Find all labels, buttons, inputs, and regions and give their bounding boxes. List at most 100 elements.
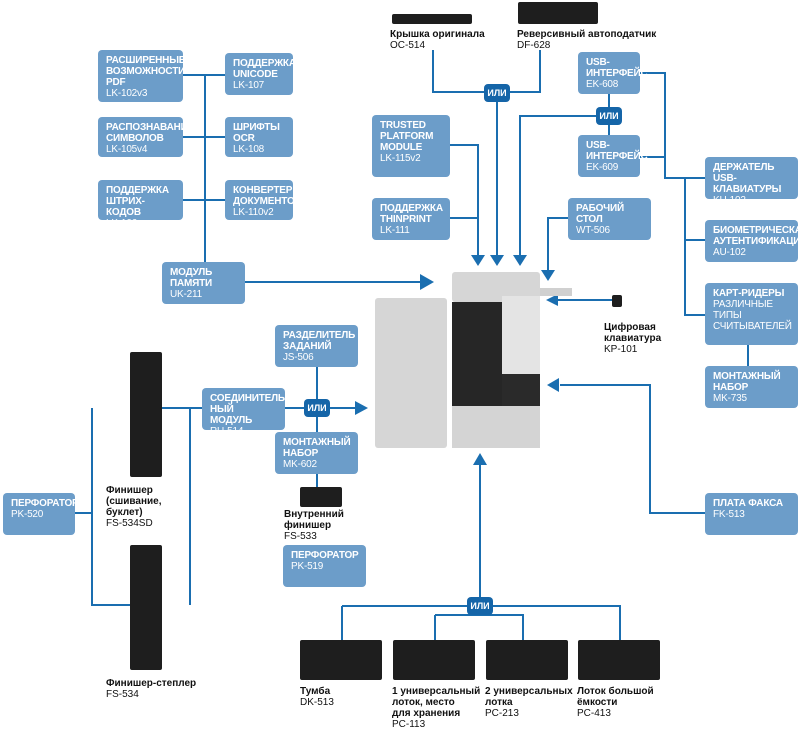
option-model: MK-735 bbox=[713, 393, 747, 404]
option-model: FK-513 bbox=[713, 509, 745, 520]
option-title: РАЗДЕЛИТЕЛЬ ЗАДАНИЙ bbox=[283, 330, 356, 352]
option-title: РАБОЧИЙ СТОЛ bbox=[576, 203, 624, 225]
option-title: ШРИФТЫ OCR bbox=[233, 122, 280, 144]
option-title: ПОДДЕРЖКА ШТРИХ-КОДОВ bbox=[106, 185, 169, 218]
option-model: LK-107 bbox=[233, 80, 265, 91]
option-model: WT-506 bbox=[576, 225, 610, 236]
option-model: РАЗЛИЧНЫЕ ТИПЫ СЧИТЫВАТЕЛЕЙ bbox=[713, 299, 792, 332]
option-model: EK-608 bbox=[586, 79, 619, 90]
product-title: Тумба bbox=[300, 686, 331, 697]
product-title: Реверсивный автоподатчик bbox=[517, 29, 657, 40]
option-title: СОЕДИНИТЕЛЬ- НЫЙ МОДУЛЬ bbox=[210, 393, 289, 426]
product-model: PC-213 bbox=[485, 708, 519, 719]
product-title: Внутренний финишер bbox=[284, 509, 344, 531]
product-model: PC-113 bbox=[392, 719, 426, 729]
arrow-down-icon bbox=[541, 270, 555, 281]
arrow-down-icon bbox=[490, 255, 504, 266]
product-title: Лоток большой ёмкости bbox=[577, 686, 654, 708]
option-model: LK-111 bbox=[380, 225, 410, 236]
product-model: DF-628 bbox=[517, 40, 551, 51]
option-model: PK-520 bbox=[11, 509, 44, 520]
option-title: МОНТАЖНЫЙ НАБОР bbox=[283, 437, 351, 459]
product-model: FS-534SD bbox=[106, 518, 153, 529]
option-model: LK-102v3 bbox=[106, 88, 148, 99]
product-title: Финишер (сшивание, буклет) bbox=[106, 485, 162, 518]
option-model: JS-506 bbox=[283, 352, 314, 363]
option-title: USB- ИНТЕРФЕЙС bbox=[586, 140, 648, 162]
connector-worktable bbox=[547, 217, 568, 270]
product-title: 1 универсальный лоток, место для хранени… bbox=[392, 686, 481, 719]
option-title: БИОМЕТРИЧЕСКАЯ АУТЕНТИФИКАЦИЯ bbox=[713, 225, 800, 247]
option-model: LK-110v2 bbox=[233, 207, 274, 218]
option-title: TRUSTED PLATFORM MODULE bbox=[380, 120, 434, 153]
lcc-image bbox=[578, 640, 660, 680]
keypad-image bbox=[612, 295, 622, 307]
option-title: РАСПОЗНАВАНИЕ СИМВОЛОВ bbox=[106, 122, 195, 144]
option-model: KH-102 bbox=[713, 195, 746, 206]
finisher-stapler-image bbox=[130, 545, 162, 670]
option-title: USB- ИНТЕРФЕЙС bbox=[586, 57, 648, 79]
arrow-left-icon bbox=[547, 378, 559, 392]
option-model: EK-609 bbox=[586, 162, 619, 173]
option-model: LK-108 bbox=[233, 144, 265, 155]
option-title: РАСШИРЕННЫЕ ВОЗМОЖНОСТИ PDF bbox=[106, 55, 186, 88]
connector-tpm bbox=[450, 144, 479, 255]
or-badge: ИЛИ bbox=[467, 597, 493, 615]
option-model: LK-106 bbox=[106, 218, 138, 229]
finisher-booklet-image bbox=[130, 352, 162, 477]
option-model: MK-602 bbox=[283, 459, 317, 470]
connector-right-tree bbox=[664, 73, 749, 366]
option-title: МОДУЛЬ ПАМЯТИ bbox=[170, 267, 213, 289]
option-model: PK-519 bbox=[291, 561, 324, 572]
paper-tray-1-image bbox=[393, 640, 475, 680]
product-model: PC-413 bbox=[577, 708, 611, 719]
arrow-down-icon bbox=[471, 255, 485, 266]
arrow-left-icon bbox=[546, 294, 558, 306]
connector-bottom bbox=[341, 465, 621, 640]
option-model: LK-105v4 bbox=[106, 144, 148, 155]
desk-image bbox=[300, 640, 382, 680]
option-title: КАРТ-РИДЕРЫ bbox=[713, 288, 785, 299]
option-model: RU-514 bbox=[210, 426, 244, 437]
option-model: UK-211 bbox=[170, 289, 202, 300]
product-model: FS-534 bbox=[106, 689, 139, 700]
product-title: Цифровая клавиатура bbox=[604, 322, 662, 344]
arrow-up-icon bbox=[473, 453, 487, 465]
or-badge: ИЛИ bbox=[304, 399, 330, 417]
label-fs534sd: Финишер (сшивание, буклет)FS-534SD bbox=[106, 485, 161, 529]
option-model: AU-102 bbox=[713, 247, 746, 258]
option-model: LK-115v2 bbox=[380, 153, 421, 164]
product-model: FS-533 bbox=[284, 531, 317, 542]
connector-fax bbox=[560, 384, 705, 514]
